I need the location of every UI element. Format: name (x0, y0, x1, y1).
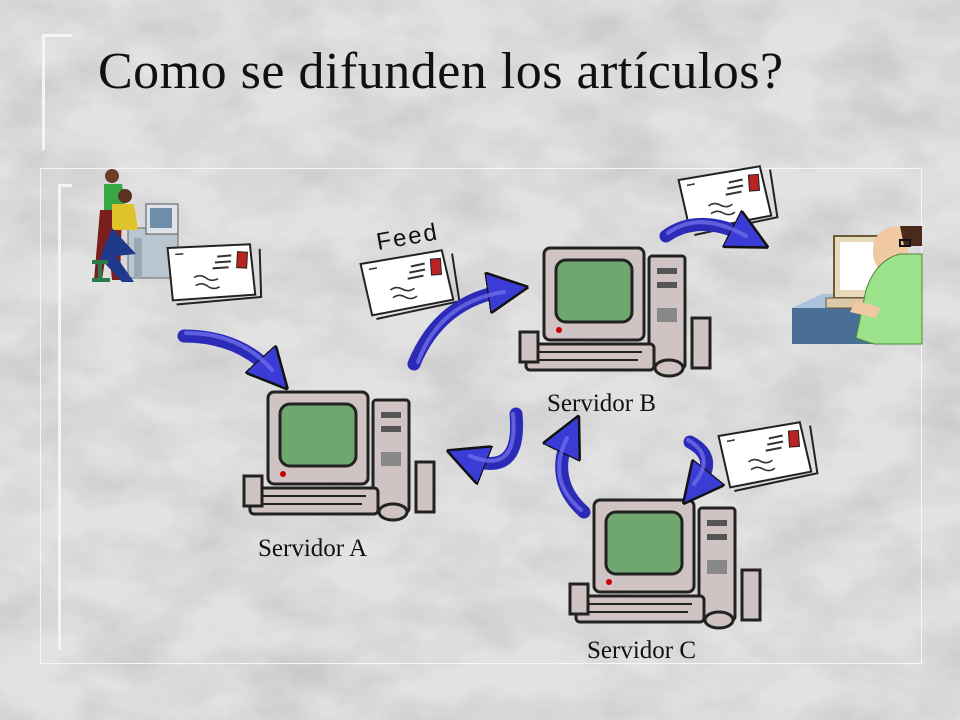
arrow-icon (466, 407, 524, 464)
server-c-label: Servidor C (587, 637, 697, 664)
envelope-icon (717, 420, 820, 493)
server-b-label: Servidor B (547, 390, 657, 417)
reader-user-icon (792, 226, 923, 345)
slide-title: Como se difunden los artículos? (98, 43, 784, 100)
users-at-desk-icon (92, 169, 179, 282)
envelope-icon (359, 248, 462, 321)
server-a-computer-icon (242, 390, 436, 522)
content-frame (40, 168, 922, 664)
server-b-computer-icon (518, 246, 712, 378)
server-c-computer-icon (568, 498, 762, 630)
frame-accent-top (42, 34, 72, 150)
server-a-label: Servidor A (258, 535, 368, 562)
envelope-icon (163, 239, 265, 310)
frame-accent-left (58, 184, 72, 650)
feed-label: Feed (374, 218, 440, 255)
